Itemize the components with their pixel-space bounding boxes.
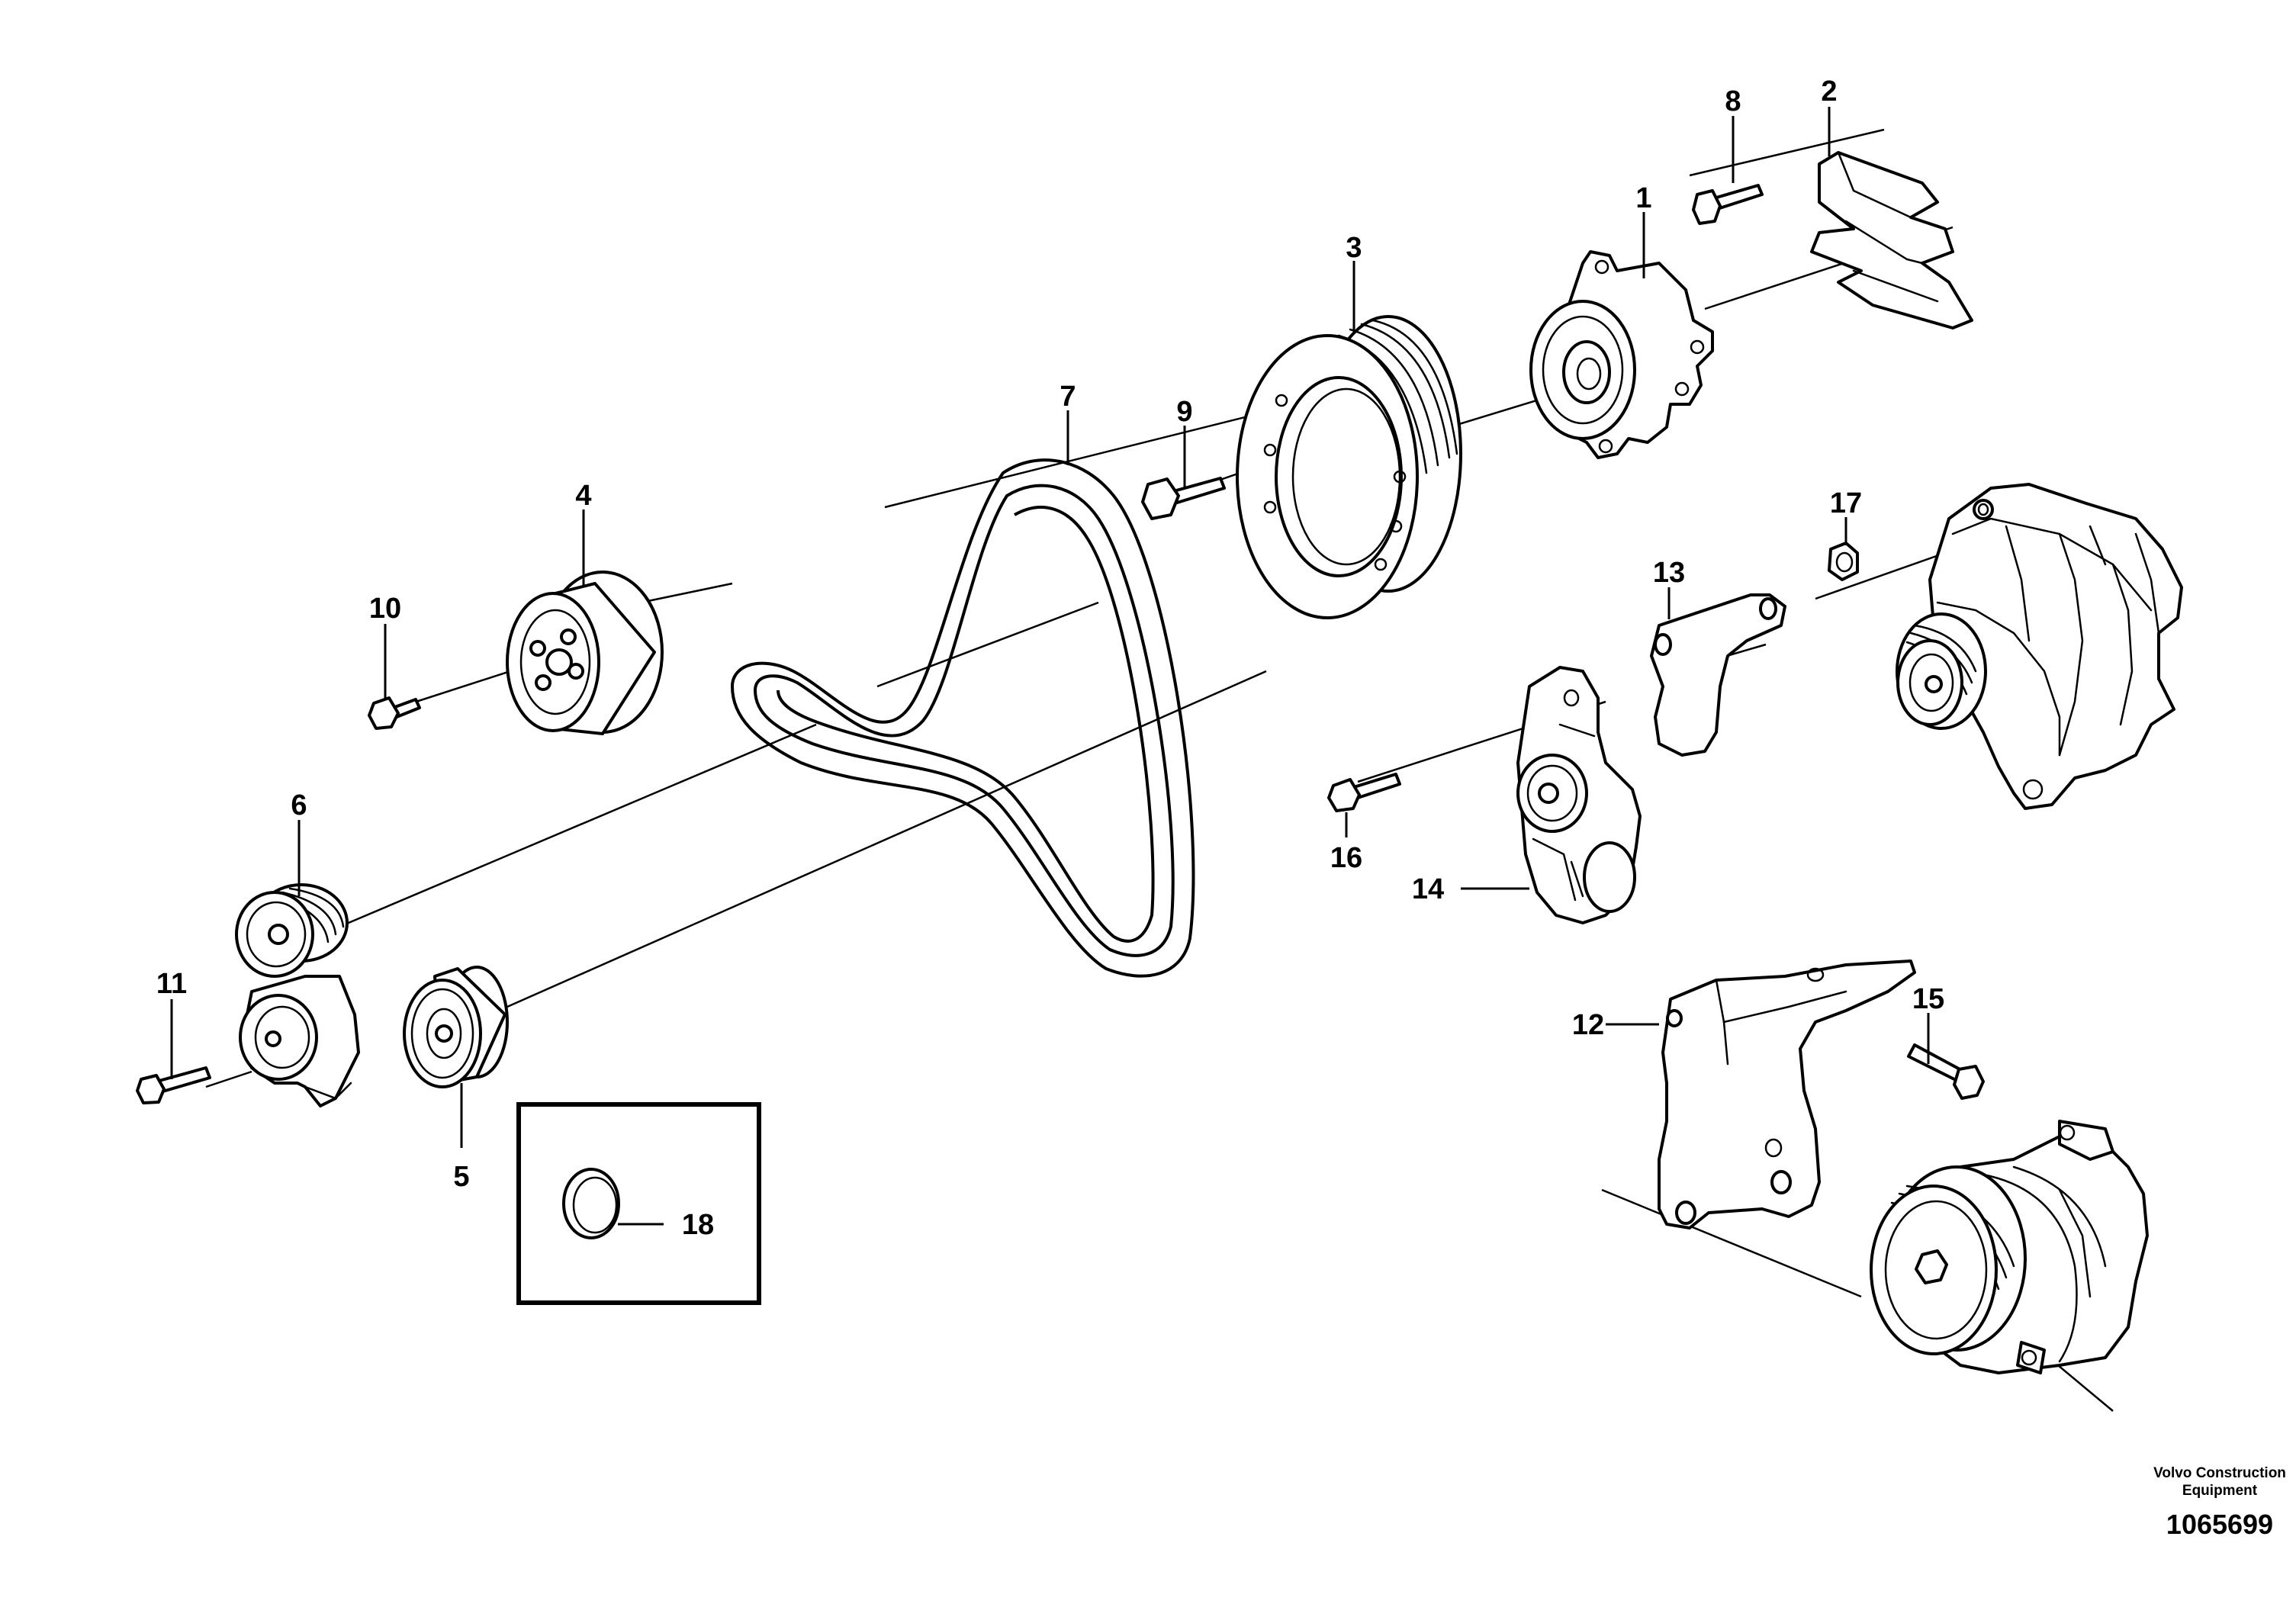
callout-10: 10: [369, 593, 401, 625]
callout-5: 5: [453, 1161, 469, 1193]
callout-1: 1: [1635, 182, 1651, 214]
bolt-part-16: [1327, 773, 1401, 812]
callout-9: 9: [1176, 396, 1192, 428]
hub-flange-part-1: [1529, 250, 1714, 459]
callout-18: 18: [682, 1209, 714, 1241]
callout-4: 4: [575, 480, 591, 512]
callout-2: 2: [1821, 76, 1837, 108]
callout-8: 8: [1725, 85, 1741, 117]
bolt-part-10: [368, 696, 421, 730]
callout-17: 17: [1830, 487, 1862, 519]
compressor-bracket-part-12: [1658, 960, 1916, 1230]
tensioner-part-14: [1516, 666, 1642, 924]
drawing-footer: Volvo Construction Equipment 1065699: [2143, 1464, 2296, 1541]
callout-6: 6: [291, 789, 307, 821]
company-name-line-2: Equipment: [2182, 1483, 2258, 1499]
callout-7: 7: [1060, 381, 1076, 413]
idler-pulley-part-4: [506, 571, 664, 735]
callout-3: 3: [1346, 232, 1362, 264]
leader-lines: [170, 107, 1930, 1226]
crankshaft-pulley-part-3: [1236, 315, 1462, 619]
company-name-line-1: Volvo Construction: [2153, 1465, 2286, 1481]
inset-box-part-18: [516, 1102, 761, 1305]
idler-pulley-part-5: [403, 966, 509, 1088]
bracket-part-2: [1810, 151, 1973, 329]
callout-12: 12: [1572, 1009, 1604, 1041]
drawing-number: 1065699: [2166, 1509, 2274, 1540]
tensioner-pulley-part-6: [235, 883, 349, 978]
bolt-part-9: [1141, 477, 1226, 520]
bolt-part-15: [1907, 1043, 1985, 1100]
bolt-part-11: [136, 1066, 211, 1104]
bracket-part-13: [1650, 593, 1786, 757]
poly-v-belt-part-7: [731, 458, 1195, 978]
callout-13: 13: [1653, 557, 1685, 589]
callouts: 1 2 3 4 5 6 7 8 9 10 11 12 13 14 15 16 1…: [156, 76, 1944, 1241]
callout-14: 14: [1412, 873, 1444, 905]
nut-part-17: [1828, 542, 1859, 581]
tensioner-arm-part-6: [239, 975, 360, 1107]
callout-11: 11: [156, 968, 187, 1000]
ac-compressor: [1870, 1120, 2149, 1374]
assembly-axis-lines: [205, 128, 2114, 1412]
alternator: [1896, 483, 2183, 810]
callout-15: 15: [1912, 983, 1944, 1015]
bolt-part-8: [1692, 184, 1764, 225]
callout-16: 16: [1330, 842, 1362, 874]
